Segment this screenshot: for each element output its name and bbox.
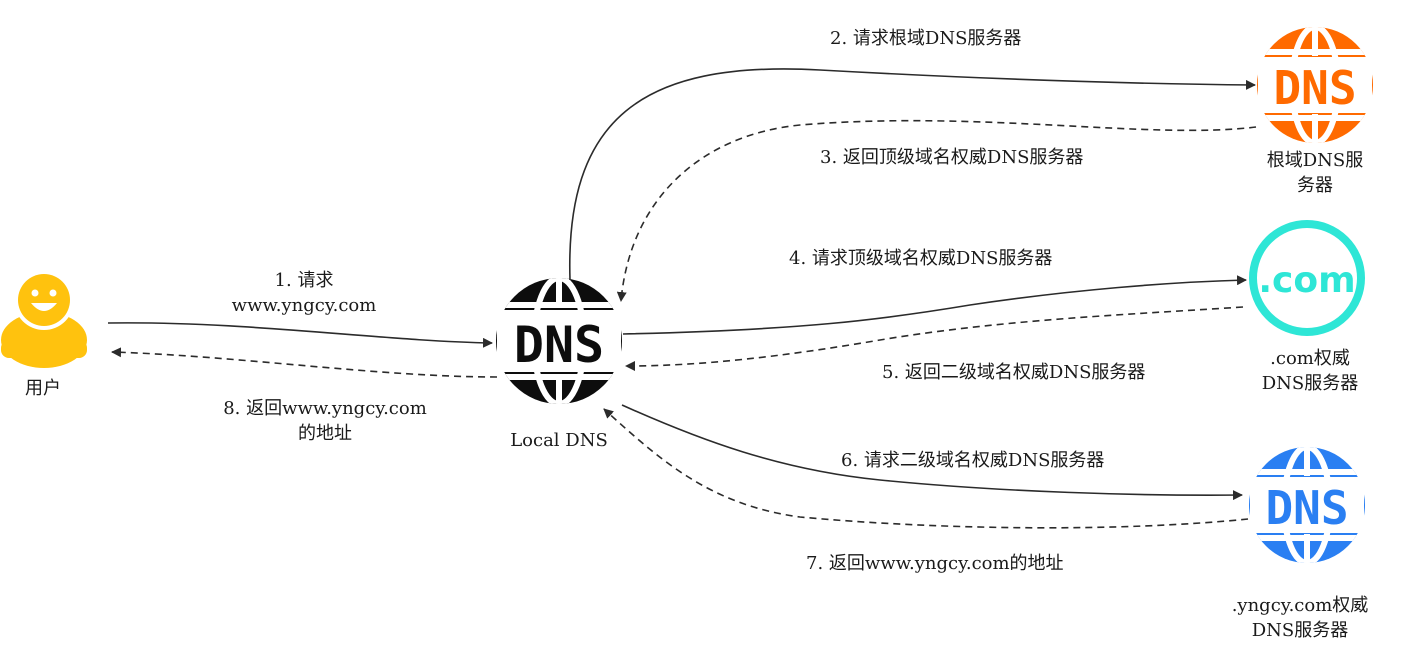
step-8-label: 8. 返回www.yngcy.com 的地址	[223, 398, 427, 444]
yngcy-dns-label: .yngcy.com权威 DNS服务器	[1231, 595, 1369, 641]
com-dns-icon: .com	[1249, 220, 1365, 336]
arrow-step-8	[111, 347, 498, 378]
yngcy-dns-icon: DNS	[1249, 447, 1365, 563]
local-dns-icon: DNS	[496, 278, 622, 404]
arrow-step-7	[603, 408, 1249, 529]
com-icon-text: .com	[1258, 260, 1355, 301]
step-5-label: 5. 返回二级域名权威DNS服务器	[882, 362, 1146, 383]
arrow-step-1	[107, 322, 493, 348]
step-6-label: 6. 请求二级域名权威DNS服务器	[841, 450, 1105, 471]
root-dns-icon-text: DNS	[1273, 61, 1356, 115]
com-dns-label: .com权威 DNS服务器	[1261, 348, 1359, 394]
arrow-step-5	[625, 306, 1244, 371]
arrow-step-6	[621, 404, 1243, 501]
step-4-label: 4. 请求顶级域名权威DNS服务器	[789, 248, 1053, 269]
step-2-label: 2. 请求根域DNS服务器	[830, 28, 1022, 49]
local-dns-label: Local DNS	[510, 430, 608, 451]
local-dns-icon-text: DNS	[514, 316, 604, 374]
arrow-step-4	[622, 275, 1247, 335]
root-dns-icon: DNS	[1257, 27, 1373, 143]
user-icon	[1, 270, 87, 368]
step-7-label: 7. 返回www.yngcy.com的地址	[806, 553, 1064, 574]
arrow-step-2	[569, 68, 1256, 281]
user-label: 用户	[25, 378, 61, 399]
step-1-label: 1. 请求 www.yngcy.com	[231, 270, 377, 316]
root-dns-label: 根域DNS服 务器	[1266, 150, 1364, 196]
step-3-label: 3. 返回顶级域名权威DNS服务器	[820, 147, 1084, 168]
yngcy-dns-icon-text: DNS	[1265, 481, 1348, 535]
